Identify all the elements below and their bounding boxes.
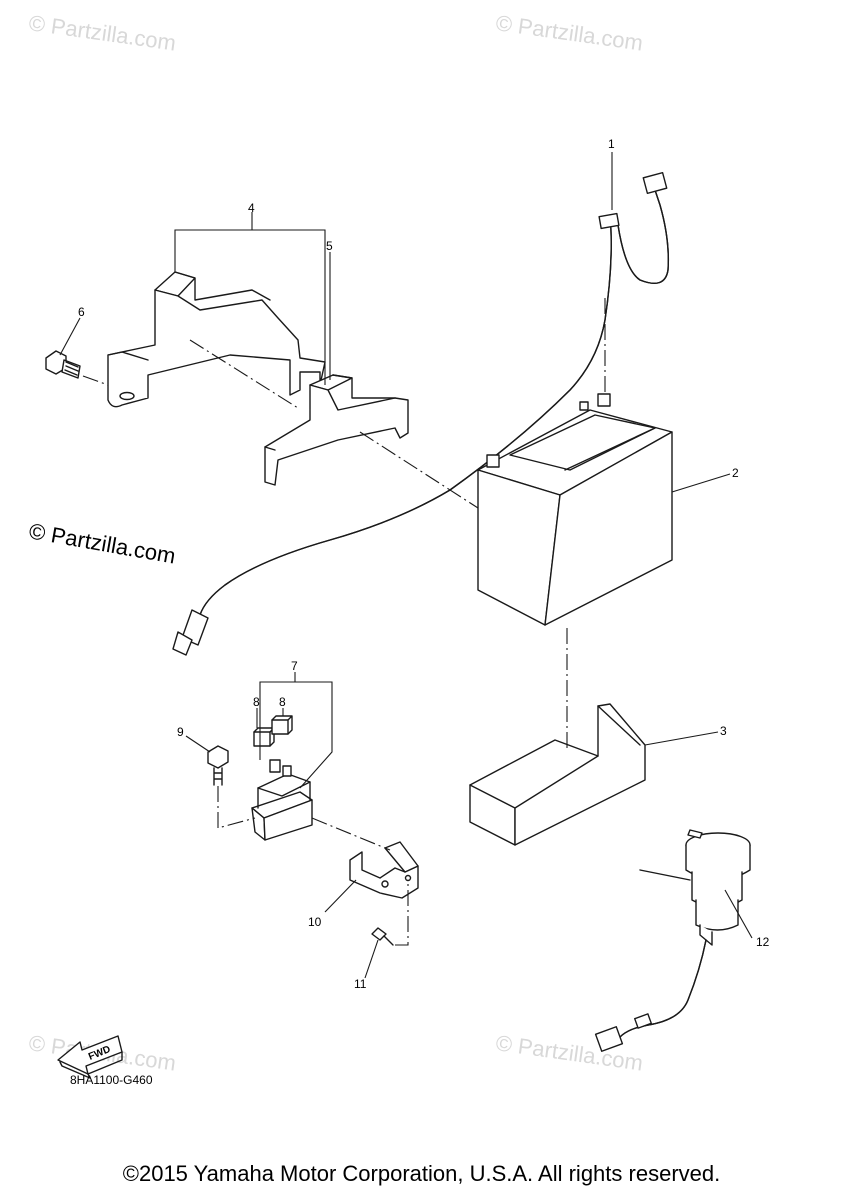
- callout-9[interactable]: 9: [177, 725, 184, 739]
- callout-numbers: 1 2 3 4 5 6 7 8 8 9 10 11 12: [78, 137, 770, 991]
- watermark-bottom-right: © Partzilla.com: [494, 1030, 644, 1075]
- callout-3[interactable]: 3: [720, 724, 727, 738]
- callout-2[interactable]: 2: [732, 466, 739, 480]
- part-6-bolt[interactable]: [45, 350, 81, 379]
- watermark-top-right: © Partzilla.com: [494, 10, 644, 55]
- diagram-code: 8HA1100-G460: [70, 1073, 153, 1087]
- callout-6[interactable]: 6: [78, 305, 85, 319]
- fwd-arrow-icon: [57, 1035, 123, 1079]
- callout-7[interactable]: 7: [291, 659, 298, 673]
- part-9-bolt[interactable]: [207, 745, 229, 786]
- assembly-lines: [82, 298, 606, 946]
- callout-1[interactable]: 1: [608, 137, 615, 151]
- part-2-battery[interactable]: [477, 393, 673, 626]
- part-7-relay[interactable]: [251, 759, 313, 841]
- callout-11[interactable]: 11: [354, 977, 367, 991]
- copyright-notice: ©2015 Yamaha Motor Corporation, U.S.A. A…: [122, 1161, 721, 1186]
- callout-8-right[interactable]: 8: [279, 695, 286, 709]
- watermark-top-left: © Partzilla.com: [27, 10, 177, 55]
- leader-lines: [59, 152, 753, 979]
- callout-5[interactable]: 5: [326, 239, 333, 253]
- part-11-rivet[interactable]: [371, 927, 394, 946]
- part-4-bracket[interactable]: [107, 271, 326, 408]
- part-5-bracket[interactable]: [264, 374, 409, 486]
- part-10-relay-bracket[interactable]: [349, 841, 419, 899]
- part-3-battery-pad[interactable]: [469, 703, 646, 846]
- part-12-accessory-socket[interactable]: [594, 829, 751, 1052]
- callout-4[interactable]: 4: [248, 201, 255, 215]
- callout-10[interactable]: 10: [308, 915, 322, 929]
- callout-12[interactable]: 12: [756, 935, 770, 949]
- callout-8-left[interactable]: 8: [253, 695, 260, 709]
- part-8-fuse-right[interactable]: [271, 715, 293, 735]
- watermark-main: © Partzilla.com: [27, 518, 177, 568]
- part-8-fuse-left[interactable]: [253, 727, 275, 747]
